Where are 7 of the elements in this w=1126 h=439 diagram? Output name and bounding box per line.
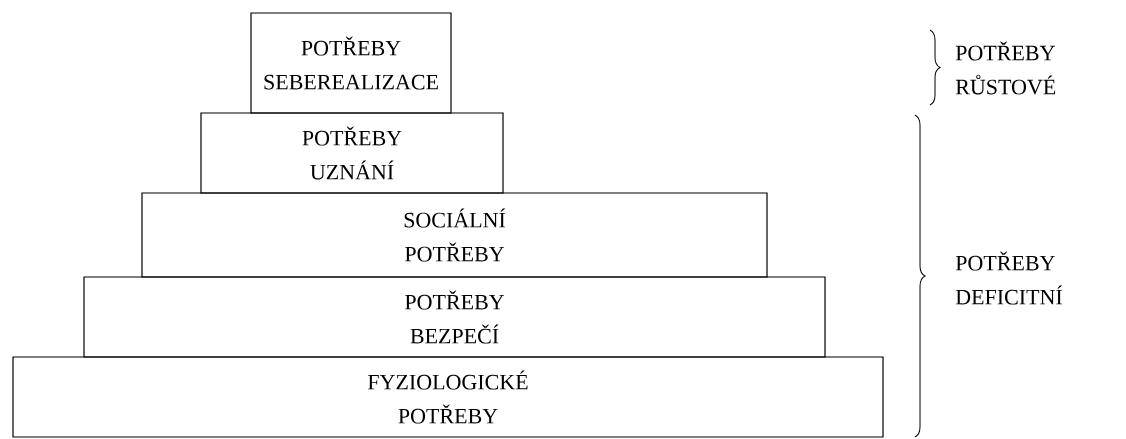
level-box: POTŘEBY SEBEREALIZACE	[250, 12, 452, 114]
level-box: POTŘEBY UZNÁNÍ	[200, 112, 504, 194]
group-label: POTŘEBY DEFICITNÍ	[955, 251, 1063, 305]
level-box: SOCIÁLNÍ POTŘEBY	[141, 192, 768, 278]
level-box: FYZIOLOGICKÉ POTŘEBY	[12, 356, 884, 438]
group-label: POTŘEBY RŮSTOVÉ	[955, 41, 1056, 95]
level-box: POTŘEBY BEZPEČÍ	[83, 276, 826, 358]
